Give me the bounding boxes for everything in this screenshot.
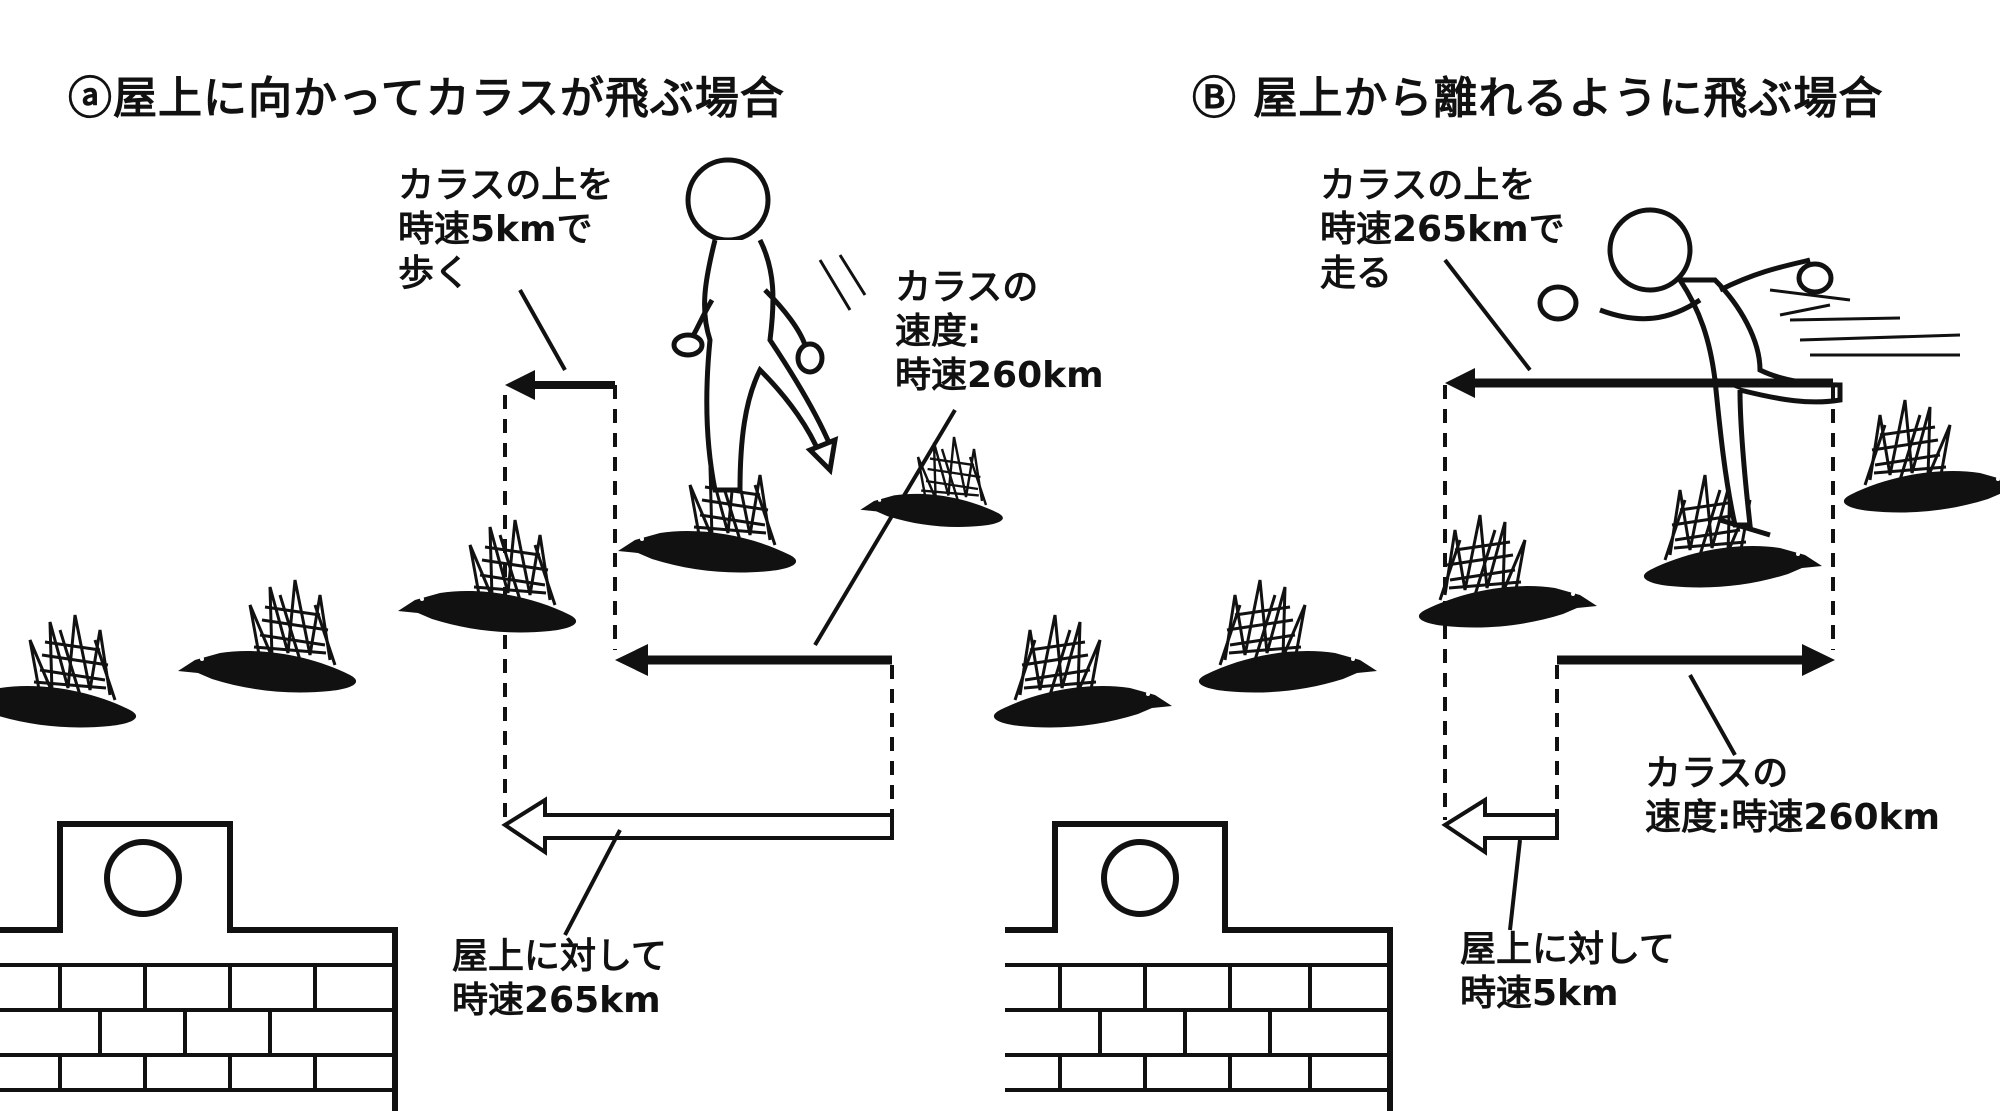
- panel-b-title: Ⓑ 屋上から離れるように飛ぶ場合: [1192, 73, 1884, 124]
- panel-a-drawing: [0, 157, 1005, 1111]
- panel-b-person-label: カラスの上を 時速265kmで 走る: [1320, 164, 1565, 296]
- crow-speed-arrow: [1557, 644, 1835, 676]
- crow-icon: [0, 613, 138, 729]
- panel-a-title: ⓐ屋上に向かってカラスが飛ぶ場合: [68, 73, 785, 124]
- label-line: 時速265kmで: [1320, 209, 1565, 250]
- label-line: 速度:時速260km: [1645, 797, 1940, 838]
- crow-icon: [1842, 398, 2000, 514]
- label-line: 屋上に対して: [452, 936, 667, 977]
- label-line: カラスの: [895, 267, 1039, 308]
- roof-relative-arrow: [501, 796, 894, 856]
- label-line: 時速260km: [895, 355, 1104, 396]
- panel-a-crow-label: カラスの 速度: 時速260km: [895, 266, 1104, 398]
- person-speed-arrow: [505, 370, 615, 400]
- crow-icon: [396, 518, 578, 634]
- crow-speed-arrow: [615, 644, 892, 676]
- panel-b-drawing: [992, 207, 2000, 1111]
- panel-a-person-label: カラスの上を 時速5kmで 歩く: [398, 164, 613, 296]
- roof-relative-arrow: [1441, 796, 1559, 856]
- person-speed-arrow: [1445, 368, 1833, 398]
- label-line: カラスの: [1645, 753, 1789, 794]
- panel-b-crow-label: カラスの 速度:時速260km: [1645, 752, 1940, 840]
- building-b: [1005, 821, 1393, 1111]
- crow-icon: [1197, 578, 1379, 694]
- label-line: 屋上に対して: [1460, 929, 1675, 970]
- crow-icon: [992, 613, 1174, 729]
- label-line: カラスの上を: [1320, 165, 1536, 206]
- label-line: 速度:: [895, 311, 982, 352]
- crow-icon: [176, 578, 358, 694]
- label-line: カラスの上を: [398, 165, 614, 206]
- panel-b-roof-label: 屋上に対して 時速5km: [1460, 928, 1675, 1016]
- label-line: 時速265km: [452, 980, 661, 1021]
- running-person-icon: [1537, 207, 1961, 538]
- label-line: 走る: [1320, 253, 1393, 294]
- panel-a-roof-label: 屋上に対して 時速265km: [452, 935, 667, 1023]
- label-line: 時速5kmで: [398, 209, 593, 250]
- walking-person-icon: [671, 157, 867, 493]
- building-a: [0, 821, 398, 1111]
- crow-icon: [616, 458, 798, 574]
- label-line: 時速5km: [1460, 973, 1619, 1014]
- label-line: 歩く: [398, 253, 471, 294]
